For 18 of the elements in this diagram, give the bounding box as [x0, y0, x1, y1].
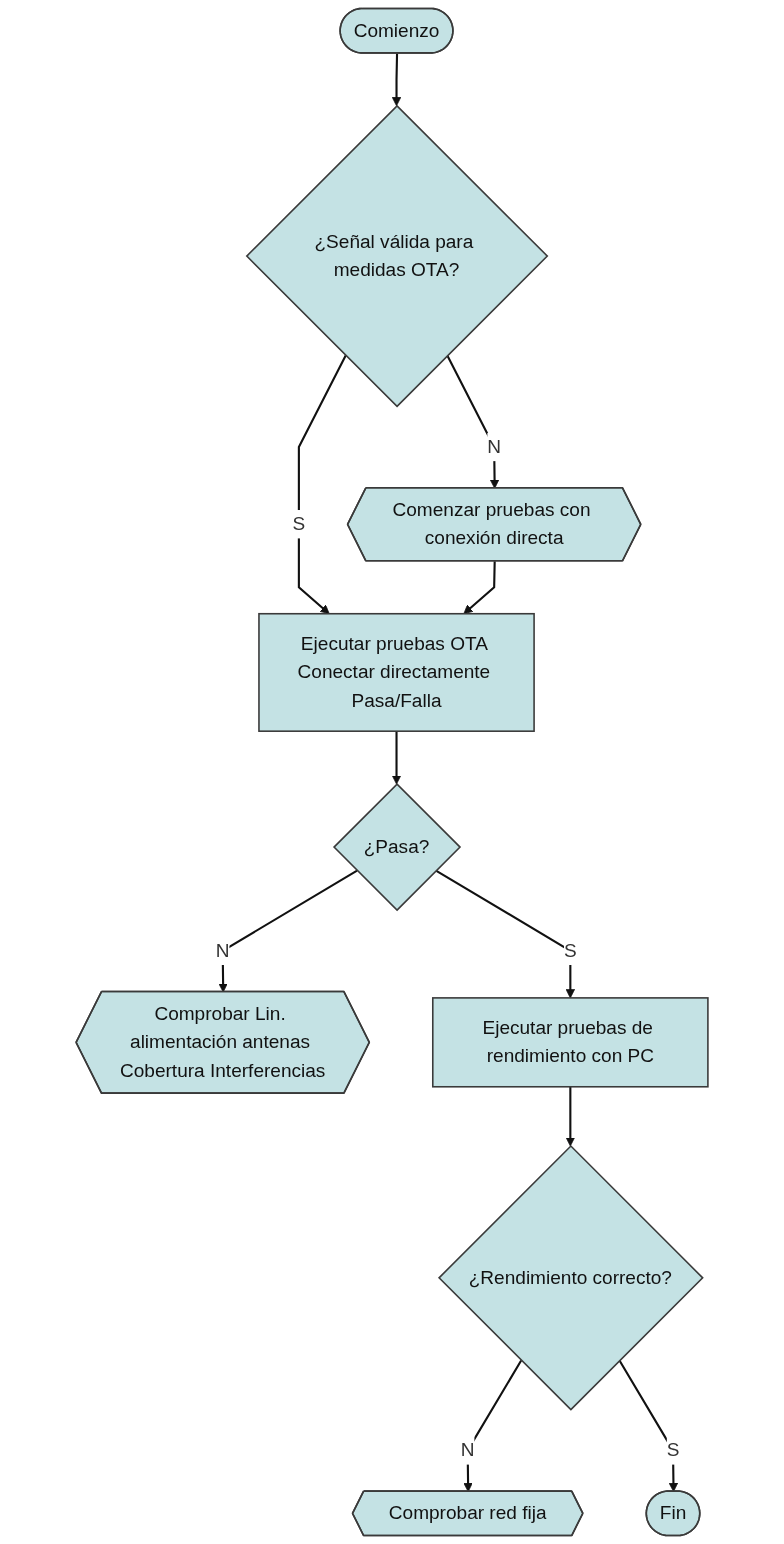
arrow	[565, 1086, 575, 1147]
edge-label: N	[215, 939, 230, 961]
edge-label: S	[292, 513, 306, 535]
node-diamond: ¿Pasa?	[332, 782, 462, 912]
edge-label: S	[563, 939, 577, 961]
node-diamond: ¿Rendimiento correcto?	[437, 1144, 704, 1411]
arrow	[435, 869, 575, 999]
arrow	[297, 355, 347, 615]
arrow	[463, 561, 496, 615]
arrow	[391, 53, 402, 107]
node-box: Ejecutar pruebas OTA Conectar directamente Pasa/Falla	[258, 612, 535, 732]
edge-label: N	[487, 435, 502, 458]
arrow	[218, 869, 358, 993]
node-diamond: ¿Señal válida para medidas OTA?	[245, 104, 549, 408]
edge-label: N	[460, 1439, 475, 1461]
arrow	[391, 731, 402, 785]
edge-label: S	[666, 1439, 680, 1461]
node-box: Ejecutar pruebas de rendimiento con PC	[432, 997, 709, 1088]
